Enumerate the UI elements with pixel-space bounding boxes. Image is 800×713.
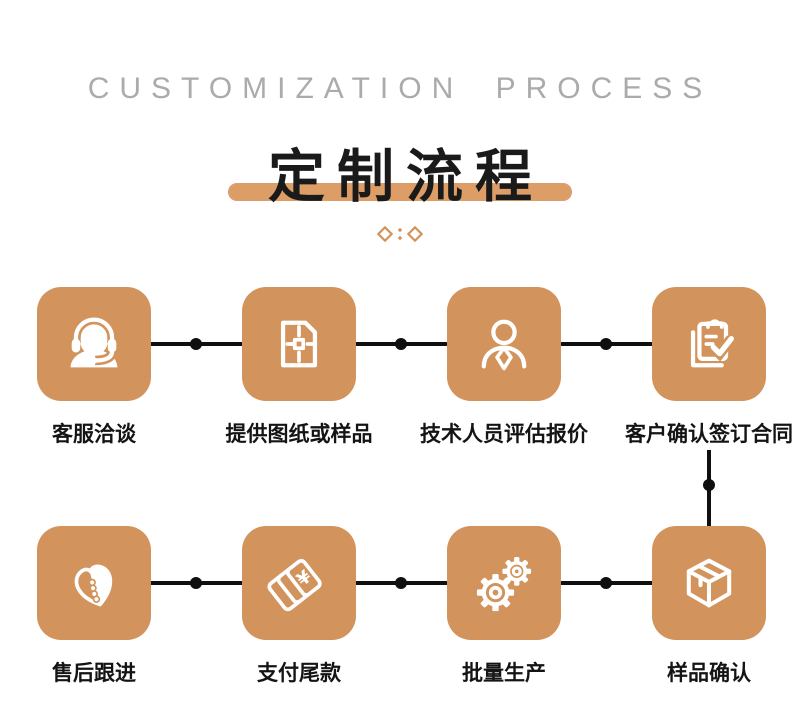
step-label: 支付尾款 xyxy=(257,662,341,685)
step-tile xyxy=(652,526,766,640)
step-label: 批量生产 xyxy=(462,662,546,685)
step-pay-balance: ¥ 支付尾款 xyxy=(199,526,399,687)
step-label: 提供图纸或样品 xyxy=(225,423,373,446)
handshake-heart-icon xyxy=(74,564,113,607)
connector-dot xyxy=(190,577,202,589)
diamond-ornament xyxy=(0,225,800,247)
step-tile xyxy=(37,526,151,640)
page-title: 定制流程 xyxy=(268,145,544,209)
step-sample-confirm: 样品确认 xyxy=(609,526,800,687)
blueprint-document-icon xyxy=(280,320,318,368)
step-tile xyxy=(447,526,561,640)
step-tile xyxy=(447,287,561,401)
step-provide-drawings: 提供图纸或样品 xyxy=(199,287,399,448)
connector-dot xyxy=(600,338,612,350)
step-label: 技术人员评估报价 xyxy=(420,423,588,446)
connector-dot xyxy=(600,577,612,589)
title-accent-bar xyxy=(228,183,572,201)
step-label: 样品确认 xyxy=(667,662,751,685)
connector-dot xyxy=(395,338,407,350)
step-label: 客服洽谈 xyxy=(52,423,136,446)
gears-icon xyxy=(476,556,532,612)
connector-dot xyxy=(395,577,407,589)
step-tile: ¥ xyxy=(242,526,356,640)
step-customer-service: 客服洽谈 xyxy=(0,287,194,448)
step-mass-production: 批量生产 xyxy=(404,526,604,687)
english-subtitle: CUSTOMIZATION PROCESS xyxy=(87,72,713,105)
step-tile xyxy=(242,287,356,401)
step-label: 客户确认签订合同 xyxy=(625,423,793,446)
connector-dot xyxy=(703,479,715,491)
headset-agent-icon xyxy=(70,314,118,368)
package-box-icon xyxy=(686,558,732,608)
diamond-colon-icon xyxy=(376,225,424,243)
step-technician-quote: 技术人员评估报价 xyxy=(404,287,604,448)
step-tile xyxy=(37,287,151,401)
step-after-sales: 售后跟进 xyxy=(0,526,194,687)
contract-checklist-icon xyxy=(690,319,736,368)
person-tie-icon xyxy=(481,319,527,371)
step-sign-contract: 客户确认签订合同 xyxy=(609,287,800,448)
step-tile xyxy=(652,287,766,401)
payment-cards-icon: ¥ xyxy=(267,558,322,612)
connector-dot xyxy=(190,338,202,350)
step-label: 售后跟进 xyxy=(52,662,136,685)
